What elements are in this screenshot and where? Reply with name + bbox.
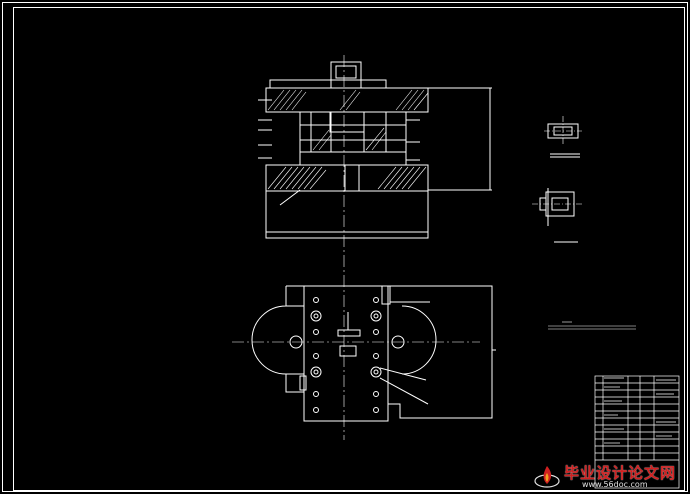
section-view: [258, 61, 492, 239]
flame-logo-icon: [534, 466, 560, 488]
watermark: 毕业设计论文网 www.56doc.com: [524, 462, 684, 492]
inner-frame: [13, 7, 685, 491]
detail-view-top: [544, 116, 582, 158]
plan-view: [251, 285, 496, 422]
watermark-url: www.56doc.com: [582, 480, 648, 489]
watermark-title: 毕业设计论文网: [564, 464, 677, 482]
title-block: [594, 375, 680, 489]
detail-view-middle: [532, 188, 582, 243]
technical-notes: [548, 321, 636, 330]
